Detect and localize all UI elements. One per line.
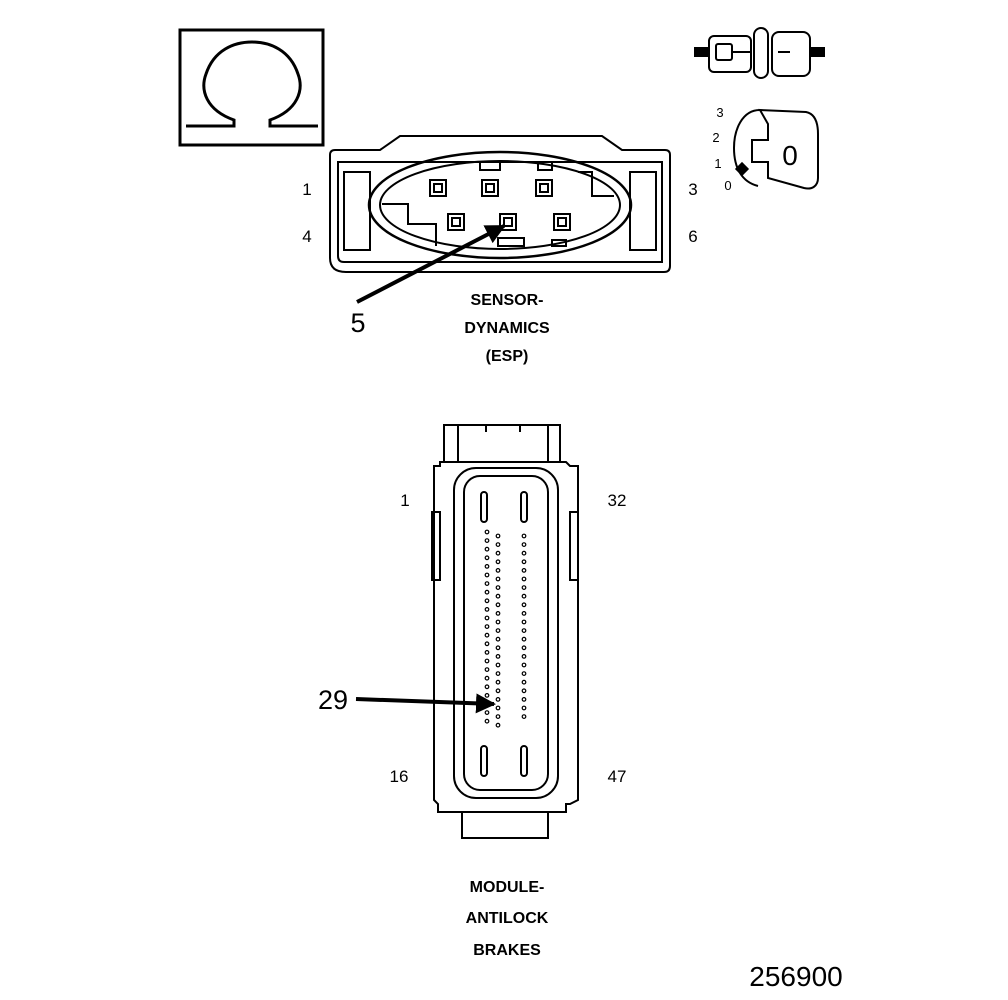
abs-pin-cavity: [484, 598, 490, 604]
abs-pin-cavity: [484, 684, 490, 690]
abs-pin-cavity: [521, 645, 527, 651]
abs-pin-cavity: [495, 619, 501, 625]
abs-pin-cavity: [521, 697, 527, 702]
abs-pin-cavity: [484, 555, 490, 561]
abs-pin-cavity: [484, 624, 490, 629]
abs-pin-cavity: [495, 559, 501, 565]
abs-pin-cavity: [484, 710, 490, 715]
abs-pin-cavity: [495, 697, 501, 702]
esp-pin-label-3: 3: [688, 180, 697, 199]
abs-callout-arrow: [355, 693, 496, 714]
esp-caption-line-2: DYNAMICS: [464, 320, 550, 337]
esp-callout-label: 5: [350, 308, 365, 338]
abs-pin-cavity: [495, 576, 501, 582]
abs-pin-cavity: [495, 550, 501, 556]
esp-pin-label-1: 1: [302, 180, 311, 199]
abs-pin-cavity: [521, 688, 527, 694]
abs-pin-cavity: [495, 602, 501, 608]
abs-pin-cavity: [521, 533, 527, 539]
esp-callout-arrow: [356, 224, 506, 304]
abs-pin-cavity: [484, 667, 490, 672]
abs-pin-cavity: [484, 546, 490, 552]
abs-pin-cavity: [521, 559, 527, 565]
abs-pin-cavity: [495, 662, 501, 668]
figure-number: 256900: [749, 961, 842, 992]
abs-pin-cavity: [521, 619, 527, 625]
abs-pin-cavity: [521, 602, 527, 608]
abs-pin-cavity: [521, 636, 527, 642]
abs-pin-label-1: 1: [400, 491, 409, 510]
abs-pin-cavity: [495, 645, 501, 651]
abs-pin-cavity: [484, 581, 490, 586]
abs-pin-cavity: [521, 593, 527, 599]
esp-pin-grid: [429, 179, 571, 231]
abs-pin-cavity: [521, 585, 527, 590]
abs-pin-cavity: [484, 529, 490, 535]
esp-pin-label-4: 4: [302, 227, 311, 246]
esp-caption-line-1: SENSOR-: [471, 292, 544, 309]
abs-pin-cavity: [495, 611, 501, 616]
abs-pin-cavity: [495, 593, 501, 599]
abs-pin-cavity: [521, 568, 527, 573]
abs-pin-cavity: [495, 671, 501, 676]
ignition-position-1: 1: [714, 156, 721, 171]
ignition-key-icon: 0 3 2 1 0: [712, 105, 819, 193]
abs-pin-cavity: [495, 688, 501, 694]
abs-pin-cavity: [484, 589, 490, 595]
ignition-position-2: 2: [712, 130, 719, 145]
abs-pin-cavity: [521, 542, 527, 547]
abs-pin-cavity: [484, 693, 490, 698]
abs-pin-cavity: [521, 628, 527, 633]
abs-pin-cavity: [495, 585, 501, 590]
abs-pin-cavity: [484, 658, 490, 664]
abs-pin-cavity: [521, 576, 527, 582]
abs-pin-cavity: [484, 572, 490, 578]
abs-pin-cavity: [495, 714, 501, 719]
abs-pin-cavity: [484, 632, 490, 638]
abs-pin-cavity: [495, 533, 501, 539]
abs-pin-cavity: [495, 542, 501, 547]
abs-pin-cavity: [484, 675, 490, 681]
abs-caption-line-2: ANTILOCK: [466, 910, 549, 927]
abs-pin-cavity: [495, 628, 501, 633]
connector-disconnect-icon: [694, 27, 825, 79]
abs-pin-cavity: [495, 636, 501, 642]
abs-pin-cavity: [495, 705, 501, 711]
abs-pin-cavity: [484, 718, 490, 724]
abs-pin-cavity: [495, 654, 501, 659]
abs-caption-line-3: BRAKES: [473, 942, 541, 959]
abs-pin-cavity: [521, 654, 527, 659]
abs-connector: [431, 424, 579, 839]
ignition-key-label: 0: [782, 140, 798, 171]
abs-pin-cavity: [484, 641, 490, 647]
abs-pin-cavity: [521, 705, 527, 711]
abs-pin-cavity: [495, 679, 501, 685]
abs-pin-cavity: [521, 611, 527, 616]
abs-pin-cavity: [484, 607, 490, 612]
esp-pin-label-6: 6: [688, 227, 697, 246]
abs-pin-cavity: [495, 722, 501, 728]
ohm-symbol-icon: [178, 28, 325, 147]
abs-pin-cavity: [521, 662, 527, 668]
abs-pin-cavity: [521, 714, 527, 719]
abs-pin-label-47: 47: [608, 767, 627, 786]
ignition-position-0: 0: [724, 178, 731, 193]
esp-connector: [329, 135, 671, 273]
abs-pin-label-32: 32: [608, 491, 627, 510]
abs-callout-label: 29: [318, 685, 348, 715]
esp-caption-line-3: (ESP): [486, 348, 529, 365]
abs-pin-cavity: [521, 550, 527, 556]
abs-pin-label-16: 16: [390, 767, 409, 786]
abs-caption-line-1: MODULE-: [470, 879, 545, 896]
abs-pin-cavity: [495, 568, 501, 573]
abs-pin-cavity: [484, 650, 490, 655]
abs-pin-cavity: [521, 671, 527, 676]
abs-pin-cavity: [521, 679, 527, 685]
abs-pin-cavity: [484, 564, 490, 569]
abs-pin-cavity: [484, 615, 490, 621]
abs-pin-cavity: [484, 538, 490, 543]
ignition-position-3: 3: [716, 105, 723, 120]
